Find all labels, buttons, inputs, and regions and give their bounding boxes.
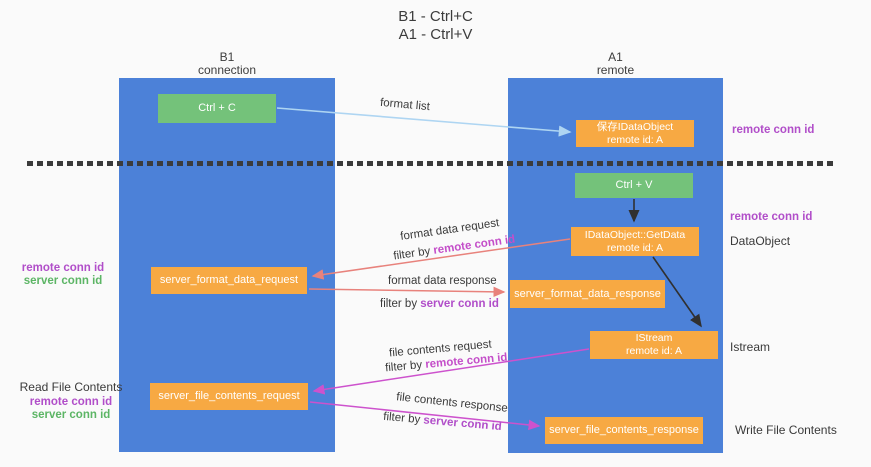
- diagram-title: B1 - Ctrl+C A1 - Ctrl+V: [0, 8, 871, 44]
- dataobject-label: DataObject: [730, 234, 791, 248]
- save-idataobject-line2: remote id: A: [606, 133, 664, 146]
- remote-conn-id-label-right-mid: remote conn id: [730, 211, 813, 223]
- lane-b1-name: B1: [219, 50, 235, 64]
- ctrl-v-box: Ctrl + V: [575, 173, 693, 198]
- server-format-data-response-box: server_format_data_response: [510, 280, 665, 308]
- remote-conn-id-label-left: remote conn id: [21, 262, 105, 274]
- filter-by-prefix: filter by: [382, 410, 424, 427]
- istream-line2: remote id: A: [625, 345, 683, 357]
- filter-by-prefix: filter by: [392, 244, 435, 263]
- istream-label: Istream: [730, 340, 771, 354]
- save-idataobject-box: 保存IDataObject remote id: A: [576, 120, 694, 147]
- write-file-contents-label: Write File Contents: [735, 423, 837, 437]
- remote-conn-id-label-right-top: remote conn id: [732, 124, 815, 136]
- filter-by-prefix: filter by: [380, 298, 421, 310]
- diagram-title-line2: A1 - Ctrl+V: [398, 26, 473, 43]
- lane-header-a1: A1 remote: [508, 51, 723, 77]
- filter-by-server-conn-id-label-file: filter by server conn id: [382, 410, 503, 434]
- lane-a1-role: remote: [596, 63, 635, 77]
- server-conn-id-label-left: server conn id: [23, 275, 103, 287]
- read-file-contents-label: Read File Contents: [19, 380, 123, 394]
- conn-id-legend-format: remote conn id server conn id: [18, 262, 108, 288]
- getdata-line1: IDataObject::GetData: [584, 228, 686, 241]
- remote-conn-id-label-left-bottom: remote conn id: [29, 396, 113, 408]
- filter-by-server-conn-id-label-format: filter by server conn id: [380, 298, 499, 311]
- server-file-contents-request-box: server_file_contents_request: [150, 383, 308, 410]
- server-conn-id-label-left-bottom: server conn id: [31, 409, 111, 421]
- istream-box: IStream remote id: A: [590, 331, 718, 359]
- server-conn-id-inline: server conn id: [420, 298, 499, 310]
- getdata-line2: remote id: A: [606, 241, 664, 254]
- lane-header-b1: B1 connection: [119, 51, 335, 77]
- diagram-title-line1: B1 - Ctrl+C: [398, 8, 473, 25]
- server-conn-id-inline: server conn id: [422, 414, 503, 434]
- session-divider-dashed-line: [27, 161, 834, 166]
- save-idataobject-line1: 保存IDataObject: [596, 120, 674, 133]
- format-data-response-arrow: [308, 286, 506, 298]
- server-format-data-request-box: server_format_data_request: [151, 267, 307, 294]
- lane-a1-name: A1: [608, 50, 623, 64]
- ctrl-c-box: Ctrl + C: [158, 94, 276, 123]
- filter-by-prefix: filter by: [384, 358, 426, 375]
- format-list-label: format list: [379, 96, 431, 114]
- format-data-response-label: format data response: [388, 275, 497, 287]
- istream-line1: IStream: [635, 332, 673, 344]
- server-file-contents-response-box: server_file_contents_response: [545, 417, 703, 444]
- idataobject-getdata-box: IDataObject::GetData remote id: A: [571, 227, 699, 256]
- lane-b1-role: connection: [197, 63, 257, 77]
- file-contents-response-label: file contents response: [395, 391, 509, 415]
- read-file-contents-block: Read File Contents remote conn id server…: [15, 381, 127, 422]
